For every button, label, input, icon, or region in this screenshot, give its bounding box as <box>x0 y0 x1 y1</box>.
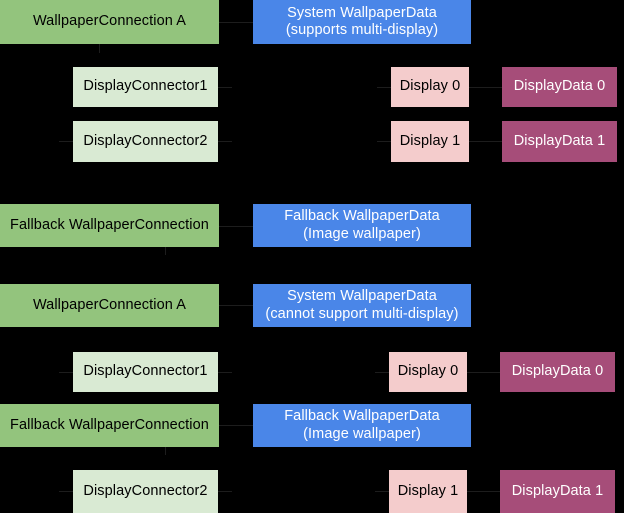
connector-line <box>165 447 166 455</box>
connector-line <box>377 141 391 142</box>
node-label: Fallback WallpaperConnection <box>10 416 209 433</box>
node-label: DisplayConnector2 <box>83 132 208 149</box>
node-label: System WallpaperData (supports multi-dis… <box>285 4 439 38</box>
node-display-0b[interactable]: Display 0 <box>389 352 467 392</box>
node-display-connector-1a[interactable]: DisplayConnector1 <box>73 67 218 107</box>
node-fallback-wallpaperdata-2[interactable]: Fallback WallpaperData (Image wallpaper) <box>253 404 471 447</box>
node-label: DisplayData 0 <box>513 78 606 95</box>
node-label: WallpaperConnection A <box>32 13 187 30</box>
node-display-data-0a[interactable]: DisplayData 0 <box>502 67 617 107</box>
node-display-data-1b[interactable]: DisplayData 1 <box>500 470 615 513</box>
node-label: System WallpaperData (cannot support mul… <box>265 288 459 322</box>
node-wallpaper-connection-a-1[interactable]: WallpaperConnection A <box>0 0 219 44</box>
connector-line <box>99 44 100 53</box>
connector-line <box>218 141 232 142</box>
node-display-data-0b[interactable]: DisplayData 0 <box>500 352 615 392</box>
node-wallpaper-connection-a-2[interactable]: WallpaperConnection A <box>0 284 219 327</box>
connector-line <box>59 372 73 373</box>
node-display-1b[interactable]: Display 1 <box>389 470 467 513</box>
node-label: Display 0 <box>399 78 461 95</box>
node-display-0a[interactable]: Display 0 <box>391 67 469 107</box>
node-display-connector-2a[interactable]: DisplayConnector2 <box>73 121 218 162</box>
connector-line <box>219 425 253 426</box>
node-display-connector-1b[interactable]: DisplayConnector1 <box>73 352 218 392</box>
connector-line <box>218 372 232 373</box>
node-fallback-wallpaper-connection-2[interactable]: Fallback WallpaperConnection <box>0 404 219 447</box>
node-label: Fallback WallpaperConnection <box>10 216 209 233</box>
connector-line <box>218 87 232 88</box>
node-system-wallpaperdata-2[interactable]: System WallpaperData (cannot support mul… <box>253 284 471 327</box>
node-fallback-wallpaper-connection-1[interactable]: Fallback WallpaperConnection <box>0 204 219 247</box>
node-label: Display 0 <box>397 363 459 380</box>
node-label: DisplayData 0 <box>511 363 604 380</box>
connector-line <box>377 87 391 88</box>
connector-line <box>467 491 500 492</box>
connector-line <box>469 141 502 142</box>
connector-line <box>219 226 253 227</box>
node-system-wallpaperdata-1[interactable]: System WallpaperData (supports multi-dis… <box>253 0 471 44</box>
node-label: Fallback WallpaperData (Image wallpaper) <box>284 208 440 242</box>
node-label: DisplayConnector1 <box>83 363 208 380</box>
node-label: DisplayConnector2 <box>83 482 208 499</box>
connector-line <box>467 372 500 373</box>
node-display-data-1a[interactable]: DisplayData 1 <box>502 121 617 162</box>
connector-line <box>219 22 253 23</box>
node-label: Display 1 <box>399 132 461 149</box>
connector-line <box>59 141 73 142</box>
node-label: WallpaperConnection A <box>32 296 187 313</box>
connector-line <box>219 305 253 306</box>
node-label: DisplayData 1 <box>513 132 606 149</box>
connector-line <box>469 87 502 88</box>
node-display-1a[interactable]: Display 1 <box>391 121 469 162</box>
connector-line <box>59 491 73 492</box>
node-label: DisplayConnector1 <box>83 78 208 95</box>
node-label: Display 1 <box>397 482 459 499</box>
connector-line <box>165 247 166 255</box>
connector-line <box>375 372 389 373</box>
node-fallback-wallpaperdata-1[interactable]: Fallback WallpaperData (Image wallpaper) <box>253 204 471 247</box>
connector-line <box>375 491 389 492</box>
node-label: Fallback WallpaperData (Image wallpaper) <box>284 408 440 442</box>
node-label: DisplayData 1 <box>511 482 604 499</box>
connector-line <box>218 491 232 492</box>
node-display-connector-2b[interactable]: DisplayConnector2 <box>73 470 218 513</box>
